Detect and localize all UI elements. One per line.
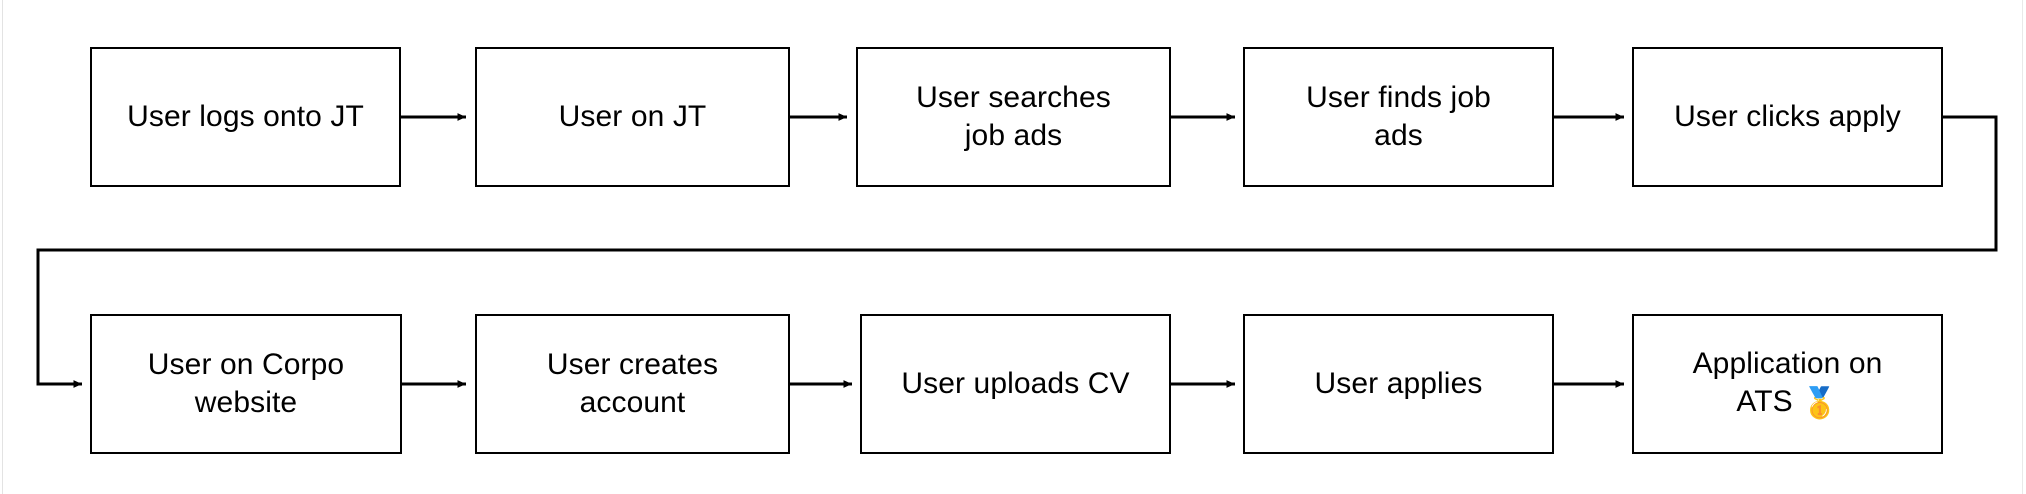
node-label-line-2: ATS (1736, 385, 1802, 418)
node-user-logs-onto-jt[interactable]: User logs onto JT (90, 47, 401, 187)
node-user-clicks-apply[interactable]: User clicks apply (1632, 47, 1943, 187)
node-label: User clicks apply (1674, 100, 1901, 134)
node-label-line-1: Application on (1692, 347, 1883, 381)
node-label: User searches job ads (916, 81, 1111, 152)
node-label: User uploads CV (901, 367, 1130, 401)
node-label: User logs onto JT (127, 100, 364, 134)
node-label: User applies (1314, 367, 1483, 401)
node-user-on-corpo-website[interactable]: User on Corpo website (90, 314, 402, 454)
page-edge-right-rule (2022, 0, 2023, 494)
node-label: User on JT (558, 100, 707, 134)
node-user-on-jt[interactable]: User on JT (475, 47, 790, 187)
node-user-uploads-cv[interactable]: User uploads CV (860, 314, 1171, 454)
node-label: User finds job ads (1306, 81, 1491, 152)
page-edge-left-rule (2, 0, 3, 494)
gold-medal-icon: 🥇 (1801, 387, 1839, 420)
node-application-on-ats[interactable]: Application on ATS 🥇 (1632, 314, 1943, 454)
node-label: User creates account (546, 348, 719, 419)
node-label: Application on ATS 🥇 (1693, 345, 1883, 423)
node-user-applies[interactable]: User applies (1243, 314, 1554, 454)
node-label: User on Corpo website (147, 348, 345, 419)
node-user-finds-job-ads[interactable]: User finds job ads (1243, 47, 1554, 187)
node-user-creates-account[interactable]: User creates account (475, 314, 790, 454)
node-user-searches-job-ads[interactable]: User searches job ads (856, 47, 1171, 187)
